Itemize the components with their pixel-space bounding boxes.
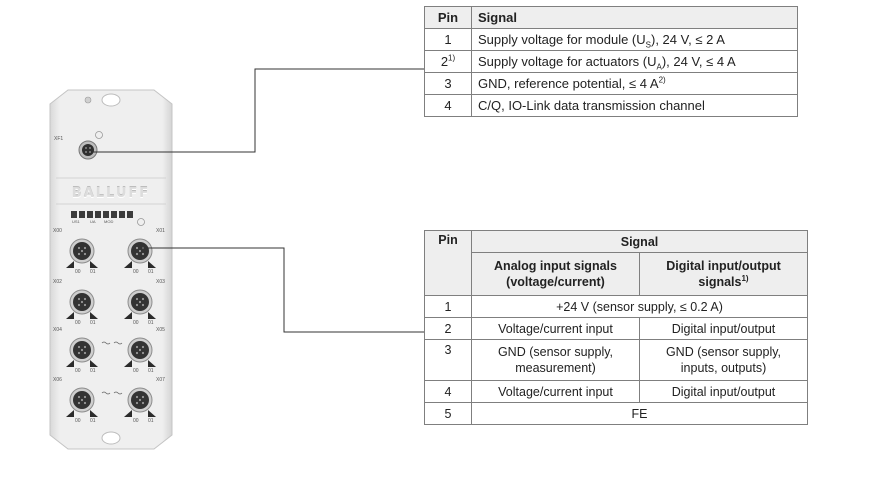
table-row: 2 Voltage/current input Digital input/ou… bbox=[424, 317, 808, 340]
port-x05-label: X05 bbox=[156, 327, 165, 333]
port-x02-pin-label: 01 bbox=[90, 320, 96, 326]
pin-cell: 5 bbox=[424, 402, 472, 425]
pin-cell: 3 bbox=[424, 72, 472, 95]
table-row: 21) Supply voltage for actuators (UA), 2… bbox=[424, 50, 798, 73]
module-housing bbox=[49, 89, 173, 450]
pin-column-header: Pin bbox=[424, 6, 472, 29]
port-x06-label: X06 bbox=[53, 377, 62, 383]
port-x00-label: X00 bbox=[53, 228, 62, 234]
port-x05-pin-label: 00 bbox=[133, 368, 139, 374]
port-x01-pin-label: 00 bbox=[133, 269, 139, 275]
port-x04-label: X04 bbox=[53, 327, 62, 333]
us-led-label: US1 bbox=[72, 219, 80, 224]
pin-cell: 4 bbox=[424, 380, 472, 403]
signal-column-header: Signal bbox=[471, 6, 798, 29]
port-x02-label: X02 bbox=[53, 279, 62, 285]
pin-cell: 1 bbox=[424, 28, 472, 51]
port-x01-pin-label: 01 bbox=[148, 269, 154, 275]
port-x04-pin-label: 00 bbox=[75, 368, 81, 374]
table-row: 1 Supply voltage for module (US), 24 V, … bbox=[424, 28, 798, 51]
table-row: 5 FE bbox=[424, 402, 808, 425]
signal-cell: Supply voltage for module (US), 24 V, ≤ … bbox=[471, 28, 798, 51]
analog-signals-header: Analog input signals (voltage/current) bbox=[471, 252, 640, 296]
table-header-row: Pin Signal bbox=[424, 6, 798, 29]
port-x00-pin-label: 01 bbox=[90, 269, 96, 275]
port-x03-pin-label: 00 bbox=[133, 320, 139, 326]
merged-signal-cell: FE bbox=[471, 402, 808, 425]
leader-line-x01 bbox=[140, 247, 424, 333]
xf1-pin-assignment-table: Pin Signal 1 Supply voltage for module (… bbox=[424, 6, 798, 117]
table-subheader-row: Analog input signals (voltage/current) D… bbox=[425, 252, 808, 296]
merged-signal-cell: +24 V (sensor supply, ≤ 0.2 A) bbox=[471, 295, 808, 318]
port-x01-label: X01 bbox=[156, 228, 165, 234]
port-x03-label: X03 bbox=[156, 279, 165, 285]
table-row: 4 Voltage/current input Digital input/ou… bbox=[424, 380, 808, 403]
table-row: 1 +24 V (sensor supply, ≤ 0.2 A) bbox=[424, 295, 808, 318]
balluff-logo: BALLUFF bbox=[71, 186, 151, 201]
analog-signal-cell: Voltage/current input bbox=[471, 380, 640, 403]
pin-cell: 1 bbox=[424, 295, 472, 318]
digital-signal-cell: Digital input/output bbox=[639, 317, 808, 340]
port-x07-pin-label: 00 bbox=[133, 418, 139, 424]
port-x07-label: X07 bbox=[156, 377, 165, 383]
analog-signal-cell: Voltage/current input bbox=[471, 317, 640, 340]
pin-cell: 2 bbox=[424, 317, 472, 340]
mod-led-label: MOD bbox=[104, 219, 114, 224]
port-pin-assignment-table: Pin Signal Analog input signals (voltage… bbox=[424, 230, 808, 425]
signal-column-header: Signal bbox=[471, 230, 808, 253]
pin-column-header: Pin bbox=[424, 230, 472, 296]
signal-cell: GND, reference potential, ≤ 4 A2) bbox=[471, 72, 798, 95]
xf1-label: XF1 bbox=[54, 136, 64, 142]
ua-led-label: UA bbox=[90, 219, 96, 224]
table-row: 3 GND (sensor supply, measurement) GND (… bbox=[424, 339, 808, 381]
digital-signal-cell: GND (sensor supply, inputs, outputs) bbox=[639, 339, 808, 381]
pin-cell: 3 bbox=[424, 339, 472, 381]
port-x04-pin-label: 01 bbox=[90, 368, 96, 374]
table-row: 3 GND, reference potential, ≤ 4 A2) bbox=[424, 72, 798, 95]
pin-cell: 21) bbox=[424, 50, 472, 73]
port-x06-pin-label: 00 bbox=[75, 418, 81, 424]
port-x06-pin-label: 01 bbox=[90, 418, 96, 424]
port-x00-pin-label: 00 bbox=[75, 269, 81, 275]
analog-signal-cell: GND (sensor supply, measurement) bbox=[471, 339, 640, 381]
leader-line-xf1 bbox=[92, 68, 424, 153]
digital-signal-cell: Digital input/output bbox=[639, 380, 808, 403]
io-link-module-illustration: XF1 BALLUFF US1 UA MOD X00 X01 X02 X03 X… bbox=[46, 88, 176, 451]
signal-cell: Supply voltage for actuators (UA), 24 V,… bbox=[471, 50, 798, 73]
pin-cell: 4 bbox=[424, 94, 472, 117]
table-row: 4 C/Q, IO-Link data transmission channel bbox=[424, 94, 798, 117]
port-x07-pin-label: 01 bbox=[148, 418, 154, 424]
port-x03-pin-label: 01 bbox=[148, 320, 154, 326]
signal-cell: C/Q, IO-Link data transmission channel bbox=[471, 94, 798, 117]
port-x05-pin-label: 01 bbox=[148, 368, 154, 374]
table-header-row: Pin Signal bbox=[424, 230, 808, 296]
port-x02-pin-label: 00 bbox=[75, 320, 81, 326]
digital-signals-header: Digital input/output signals1) bbox=[639, 252, 808, 296]
